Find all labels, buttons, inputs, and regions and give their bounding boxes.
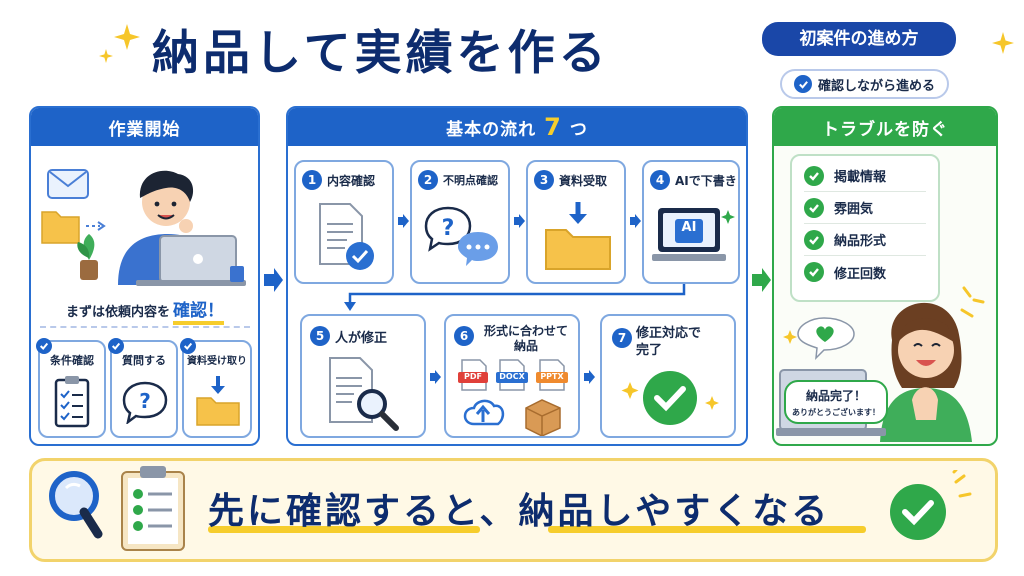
step-2-card: 2 不明点確認 ? [410,160,510,284]
checklist-item: 掲載情報 [804,160,926,192]
completion-bubble: 納品完了！ ありがとうございます！ [784,380,888,424]
mini-card-label: 条件確認 [50,354,94,367]
worker-illustration [41,169,246,286]
laptop-ai-icon [652,208,735,261]
flow-title-number: 7 [544,113,562,141]
folder-download-icon [196,376,240,426]
magnifier-icon [49,471,103,539]
sparkle-icon [114,24,140,50]
checklist-item: 納品形式 [804,224,926,256]
format-pdf: PDF [464,372,482,381]
step-label: 資料受取 [559,173,608,188]
step-6-card: 6 形式に合わせて 納品 PDF DOCX PPTX [444,314,580,438]
check-icon [794,75,812,93]
checklist: 掲載情報 雰囲気 納品形式 修正回数 [790,154,940,302]
checklist-item: 修正回数 [804,256,926,288]
step-number: 3 [534,170,554,190]
step-1-card: 1 内容確認 [294,160,394,284]
connector-line [344,284,686,311]
step-arrow-icon [630,214,641,228]
footer-message: 先に確認すると、納品しやすくなる [208,491,831,532]
step-arrow-icon [398,214,409,228]
step-number: 2 [418,170,438,190]
step-label-line: 完了 [636,343,663,358]
check-icon [180,338,196,354]
question-bubble-icon: ? [122,381,168,424]
question-chat-icon: ? [424,206,498,266]
ai-screen-text: AI [681,220,697,235]
flow-title-text: 基本の流れ [446,119,537,140]
divider [40,326,250,328]
step-label: 形式に合わせて 納品 [476,324,576,354]
bubble-text: ありがとうございます！ [792,408,880,417]
check-icon [804,197,824,218]
bubble-title: 納品完了！ [805,389,866,403]
caption-text: まずは依頼内容を [65,304,170,320]
sub-badge-label: 確認しながら進める [818,78,936,94]
check-icon [108,338,124,354]
svg-text:?: ? [442,216,455,241]
underline [548,526,866,533]
check-icon [804,262,824,282]
check-icon [804,165,824,186]
step-arrow-icon [584,370,595,384]
start-panel-title: 作業開始 [31,108,258,146]
step-arrow-icon [430,370,441,384]
start-caption: まずは依頼内容を 確認！ [40,296,250,325]
sparkle-icon [992,32,1014,54]
mini-card-label: 資料受け取り [187,356,247,367]
magnifier-document-icon [329,357,399,431]
step-label-line: 納品 [513,339,538,353]
format-docx: DOCX [499,372,525,381]
step-label: 修正対応で 完了 [636,325,732,359]
step-label-line: 修正対応で [636,326,702,341]
svg-text:?: ? [139,389,151,413]
step-3-card: 3 資料受取 [526,160,626,284]
check-icon [804,229,824,250]
step-7-card: 7 修正対応で 完了 [600,314,736,438]
step-number: 1 [302,170,322,190]
flow-title-suffix: つ [569,119,588,140]
page-title: 納品して実績を作る [152,26,610,81]
check-icon [36,338,52,354]
step-number: 5 [310,326,330,346]
step-label-line: 形式に合わせて [483,324,568,338]
check-circle-icon [890,470,972,540]
step-5-card: 5 人が修正 [300,314,426,438]
format-pptx: PPTX [540,372,564,381]
step-label: 不明点確認 [443,174,498,187]
topic-badge: 初案件の進め方 [762,22,956,56]
flow-arrow-icon [264,268,283,292]
folder-download-icon [545,202,611,270]
step-4-card: 4 AIで下書き AI [642,160,740,284]
mini-card-label: 質問する [122,354,166,367]
clipboard-checklist-icon [121,466,185,551]
document-check-icon [319,203,374,270]
sub-badge: 確認しながら進める [780,69,950,99]
sparkle-icon [99,49,113,63]
underline [208,526,480,533]
caption-highlight: 確認！ [173,296,224,325]
mini-card-materials: 資料受け取り [180,338,252,438]
flow-panel-title: 基本の流れ 7 つ [288,108,746,146]
step-number: 6 [454,326,474,346]
step-label: 人が修正 [335,330,388,346]
step-arrow-icon [514,214,525,228]
footer-banner [29,458,998,562]
file-formats-icon [458,359,568,436]
checklist-item: 雰囲気 [804,192,926,224]
trouble-panel-title: トラブルを防ぐ [774,108,996,146]
mini-card-question: 質問する ? [108,338,178,438]
check-circle-icon [621,371,719,425]
mini-card-conditions: 条件確認 [36,338,106,438]
step-label: 内容確認 [327,173,376,188]
step-number: 4 [650,170,670,190]
step-label: AIで下書き [675,173,737,188]
step-number: 7 [612,328,632,348]
clipboard-checklist-icon [54,376,90,428]
flow-arrow-icon [752,268,771,292]
